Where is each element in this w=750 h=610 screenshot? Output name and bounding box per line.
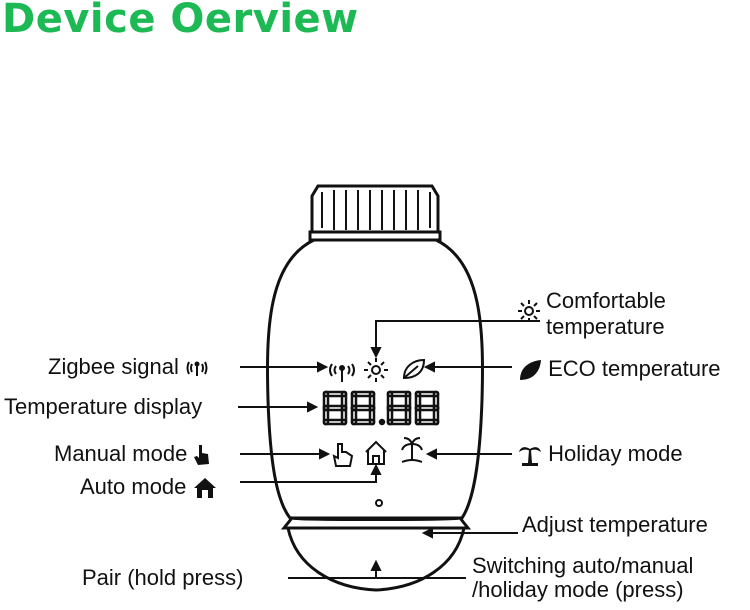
adjust-ring xyxy=(280,516,472,592)
display-digit xyxy=(322,390,348,426)
temperature-display-label: Temperature display xyxy=(4,394,203,419)
temperature-display-digits xyxy=(322,390,440,426)
eco-temperature-label: ECO temperature xyxy=(518,356,721,382)
display-decimal-point xyxy=(378,418,386,426)
sun-icon xyxy=(518,300,540,322)
palm-tree-icon-outline xyxy=(401,437,423,463)
comfortable-temperature-label: Comfortable temperature xyxy=(518,288,666,340)
leaf-icon xyxy=(520,360,541,381)
switching-mode-label: Switching auto/manual /holiday mode (pre… xyxy=(472,553,694,602)
holiday-mode-label: Holiday mode xyxy=(518,441,683,467)
manual-mode-label: Manual mode xyxy=(54,441,211,467)
leaf-icon-outline xyxy=(402,358,426,380)
page-title: Device Oerview xyxy=(2,0,359,42)
pair-indicator-dot xyxy=(375,499,383,507)
house-icon xyxy=(193,478,216,499)
display-digit xyxy=(350,390,376,426)
zigbee-signal-label: Zigbee signal xyxy=(48,354,209,380)
hand-icon-outline xyxy=(332,443,354,467)
leader-lines xyxy=(238,320,540,579)
pair-label: Pair (hold press) xyxy=(82,565,244,590)
hand-icon xyxy=(194,445,210,466)
display-digit xyxy=(414,390,440,426)
zigbee-signal-icon xyxy=(329,363,355,382)
auto-mode-label: Auto mode xyxy=(80,474,217,500)
zigbee-signal-icon xyxy=(186,361,208,377)
adjust-temperature-label: Adjust temperature xyxy=(522,512,708,537)
sun-icon xyxy=(364,358,388,382)
palm-tree-icon xyxy=(519,447,541,467)
knob-cap xyxy=(308,184,442,242)
display-digit xyxy=(386,390,412,426)
